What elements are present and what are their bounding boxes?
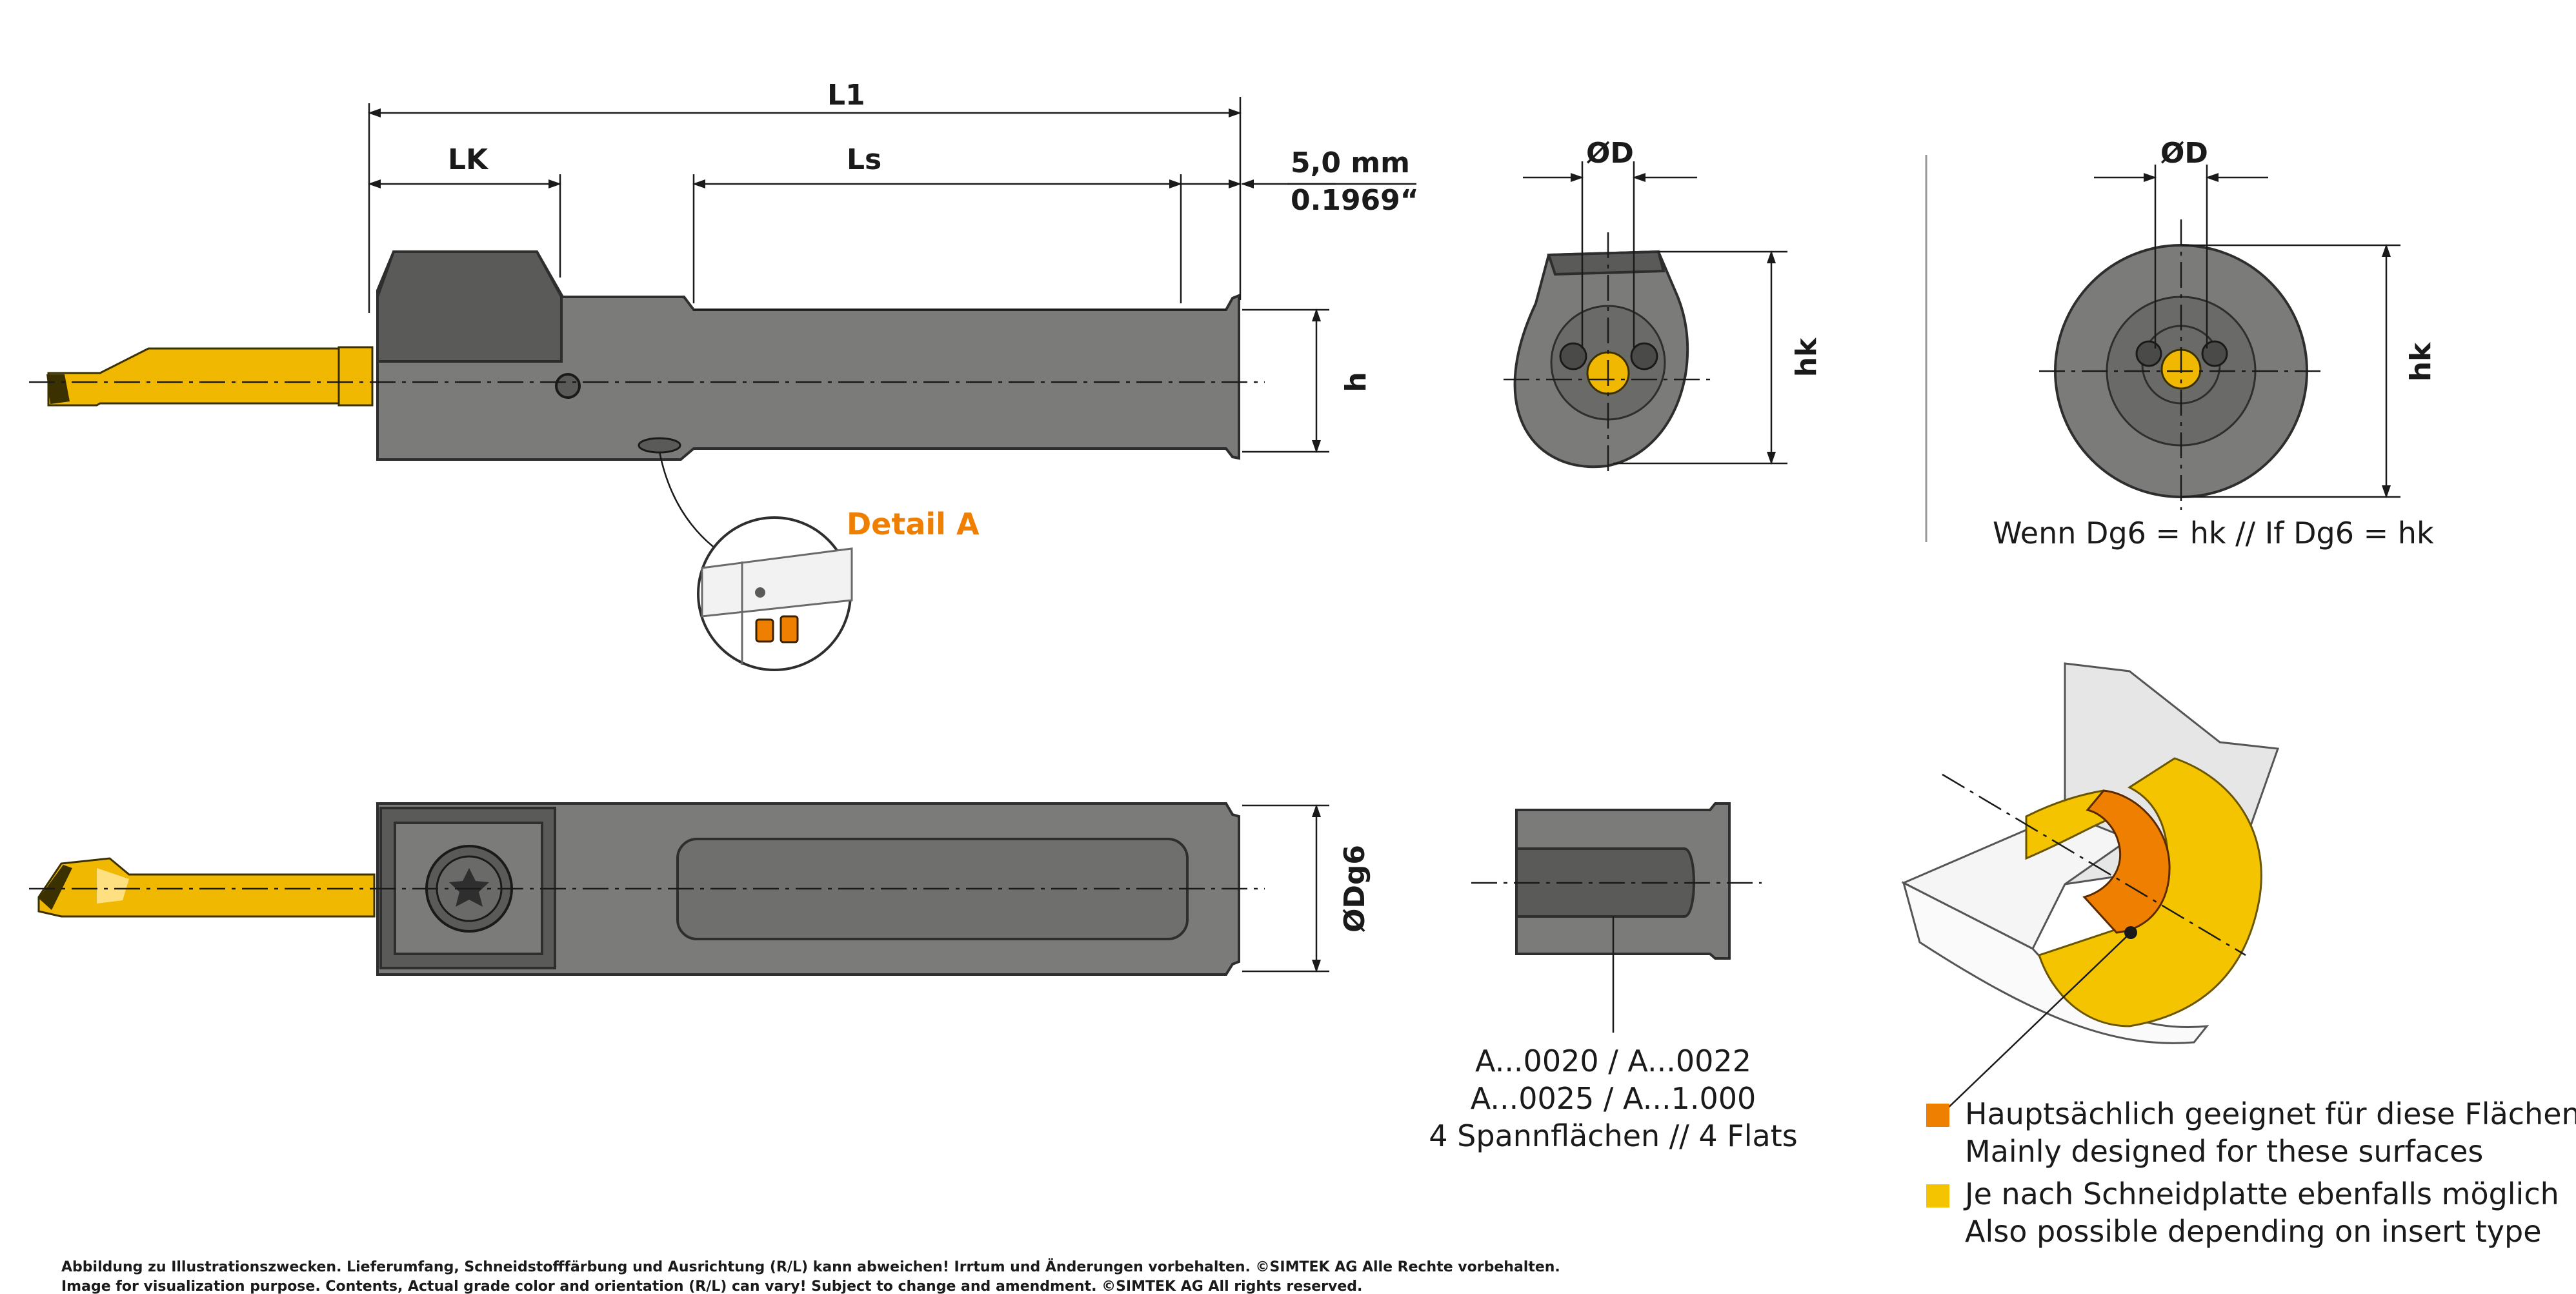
dim-offset-in: 0.1969“ — [1291, 184, 1419, 217]
dim-l1: L1 — [827, 79, 865, 112]
footer-en: Image for visualization purpose. Content… — [61, 1279, 1362, 1294]
dim-dg6: ØDg6 — [1338, 845, 1371, 933]
legend-yellow-en: Also possible depending on insert type — [1965, 1214, 2542, 1249]
detail-a-label: Detail A — [847, 507, 980, 541]
legend-orange-de: Hauptsächlich geeignet für diese Flächen — [1965, 1097, 2576, 1131]
round-note: Wenn Dg6 = hk // If Dg6 = hk — [1993, 516, 2434, 551]
shank-note-3: 4 Spannflächen // 4 Flats — [1429, 1118, 1797, 1153]
front-view-round: ØD hk Wenn Dg6 = hk // If Dg6 = hk — [1993, 137, 2437, 551]
dim-lk: LK — [448, 143, 489, 176]
insert-collar — [337, 346, 374, 407]
clamp-head-side — [376, 250, 563, 363]
insert-shank-side — [47, 347, 372, 407]
dim-hk-front: hk — [1790, 337, 1823, 377]
legend-swatch-orange — [1926, 1104, 1949, 1127]
dim-d-round: ØD — [2160, 137, 2208, 170]
legend-yellow-de: Je nach Schneidplatte ebenfalls möglich — [1963, 1177, 2559, 1211]
side-view: L1 LK Ls 5,0 mm 0.1969“ h Detail A — [29, 79, 1419, 671]
legend-orange-en: Mainly designed for these surfaces — [1965, 1134, 2483, 1169]
top-view: ØDg6 — [29, 802, 1371, 976]
insert-shank-top — [37, 857, 376, 918]
footer-de: Abbildung zu Illustrationszwecken. Liefe… — [61, 1259, 1560, 1275]
dim-hk-round: hk — [2404, 341, 2437, 381]
dim-h: h — [1340, 372, 1373, 392]
legend: Hauptsächlich geeignet für diese Flächen… — [1926, 1097, 2576, 1249]
legend-swatch-yellow — [1926, 1184, 1949, 1208]
dim-d-front: ØD — [1586, 137, 1634, 170]
detail-a-inset — [697, 516, 853, 671]
orange-surface — [2082, 789, 2171, 934]
shank-note-1: A...0020 / A...0022 — [1475, 1044, 1751, 1078]
dim-offset-mm: 5,0 mm — [1291, 147, 1410, 179]
detail-a-marker — [638, 437, 681, 454]
set-screw-hole — [555, 373, 581, 399]
dim-ls: Ls — [847, 143, 881, 176]
shank-view: A...0020 / A...0022 A...0025 / A...1.000… — [1429, 802, 1798, 1153]
front-view-flat: ØD hk — [1504, 137, 1823, 478]
clamping-section-3d — [1901, 662, 2280, 1114]
shank-note-2: A...0025 / A...1.000 — [1471, 1081, 1756, 1116]
